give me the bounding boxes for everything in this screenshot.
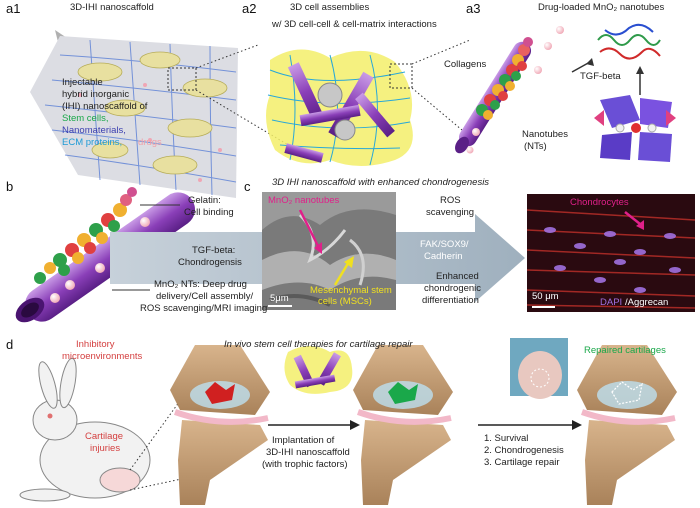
c-enhanced-line-2: chondrogenic — [424, 283, 482, 294]
sem-image — [262, 192, 396, 310]
c-mno2-nanotubes-label: MnO₂ nanotubes — [268, 195, 340, 206]
a1-nanomaterials: Nanomaterials, — [62, 125, 126, 136]
panel-label-a3: a3 — [466, 1, 481, 16]
b-mno2-line-1: MnO₂ NTs: Deep drug — [154, 279, 247, 290]
knee-joint-treated — [353, 345, 453, 505]
c-scavenging: scavenging — [426, 207, 475, 218]
b-chondrogensis: Chondrogensis — [178, 257, 242, 268]
panel-label-d: d — [6, 337, 14, 352]
d-inhibitory: Inhibitory — [76, 339, 115, 350]
c-scale-left: 5μm — [270, 293, 289, 304]
rabbit-knee-photo — [510, 338, 568, 399]
a3-nts: (NTs) — [524, 141, 547, 152]
d-arrows — [268, 420, 582, 430]
c-fak-line-1: FAK/SOX9/ — [420, 239, 469, 250]
fluorescence-image — [526, 194, 696, 312]
c-ros: ROS — [440, 195, 461, 206]
knee-joint-repaired — [577, 345, 677, 505]
c-fak-line-2: Cadherin — [424, 251, 463, 262]
c-msc-line-2: cells (MSCs) — [318, 296, 372, 307]
a1-stem-cells: Stem cells, — [62, 113, 109, 124]
panel-label-a1: a1 — [6, 1, 21, 16]
a3-title: Drug-loaded MnO₂ nanotubes — [538, 2, 665, 13]
d-title: In vivo stem cell therapies for cartilag… — [224, 339, 413, 350]
a1-desc-line-2: hybrid inorganic — [62, 89, 130, 100]
rabbit-illustration — [19, 357, 151, 502]
c-scale-right: 50 μm — [532, 291, 559, 302]
mno2-crystal-structure — [594, 95, 676, 162]
mini-scaffold — [284, 346, 353, 394]
zoom-lines-a2 — [411, 39, 471, 131]
a1-ecm: ECM proteins, — [62, 137, 123, 148]
c-chondrocytes: Chondrocytes — [570, 197, 629, 208]
c-aggrecan: /Aggrecan — [625, 297, 669, 308]
tgf-beta-protein-structure — [597, 23, 661, 60]
c-dapi: DAPI — [600, 297, 623, 308]
c-enhanced-line-3: differentiation — [422, 295, 479, 306]
b-mno2-line-2: delivery/Cell assembly/ — [156, 291, 254, 302]
a1-desc-line-1: Injectable — [62, 77, 103, 88]
d-step-2: 2. Chondrogenesis — [484, 445, 564, 456]
a1-scaffold-illustration — [30, 30, 238, 198]
a1-drugs: drugs — [138, 137, 162, 148]
a3-collagens: Collagens — [444, 59, 487, 70]
c-msc-line-1: Mesenchymal stem — [310, 285, 392, 296]
d-cartilage: Cartilage — [85, 431, 124, 442]
panel-label-c: c — [244, 179, 251, 194]
a2-cell-assembly-illustration — [266, 49, 413, 166]
d-microenvironments: microenvironments — [62, 351, 143, 362]
d-repaired-cartilages: Repaired cartilages — [584, 345, 666, 356]
a3-nanotubes: Nanotubes — [522, 129, 568, 140]
knee-joint-injured — [170, 345, 270, 505]
a3-nanotube-illustration — [455, 26, 564, 154]
d-injuries: injuries — [90, 443, 121, 454]
c-title: 3D IHI nanoscaffold with enhanced chondr… — [272, 177, 490, 188]
d-step-3: 3. Cartilage repair — [484, 457, 560, 468]
a3-tgf-beta: TGF-beta — [580, 71, 621, 82]
panel-label-a2: a2 — [242, 1, 257, 16]
b-tgf-beta: TGF-beta: — [192, 245, 236, 256]
a1-desc-line-3: (IHI) nanoscaffold of — [62, 101, 148, 112]
a1-title: 3D-IHI nanoscaffold — [70, 2, 154, 13]
a2-title: 3D cell assemblies — [290, 2, 370, 13]
a2-subtitle: w/ 3D cell-cell & cell-matrix interactio… — [272, 19, 437, 30]
b-gelatin: Gelatin: — [188, 195, 221, 206]
b-mno2-line-3: ROS scavenging/MRI imaging — [140, 303, 268, 314]
c-enhanced-line-1: Enhanced — [436, 271, 479, 282]
d-implant-line-1: Implantation of — [272, 435, 335, 446]
d-step-1: 1. Survival — [484, 433, 529, 444]
d-implant-line-3: (with trophic factors) — [262, 459, 348, 470]
panel-label-b: b — [6, 179, 14, 194]
b-cell-binding: Cell binding — [184, 207, 234, 218]
d-implant-line-2: 3D-IHI nanoscaffold — [266, 447, 350, 458]
